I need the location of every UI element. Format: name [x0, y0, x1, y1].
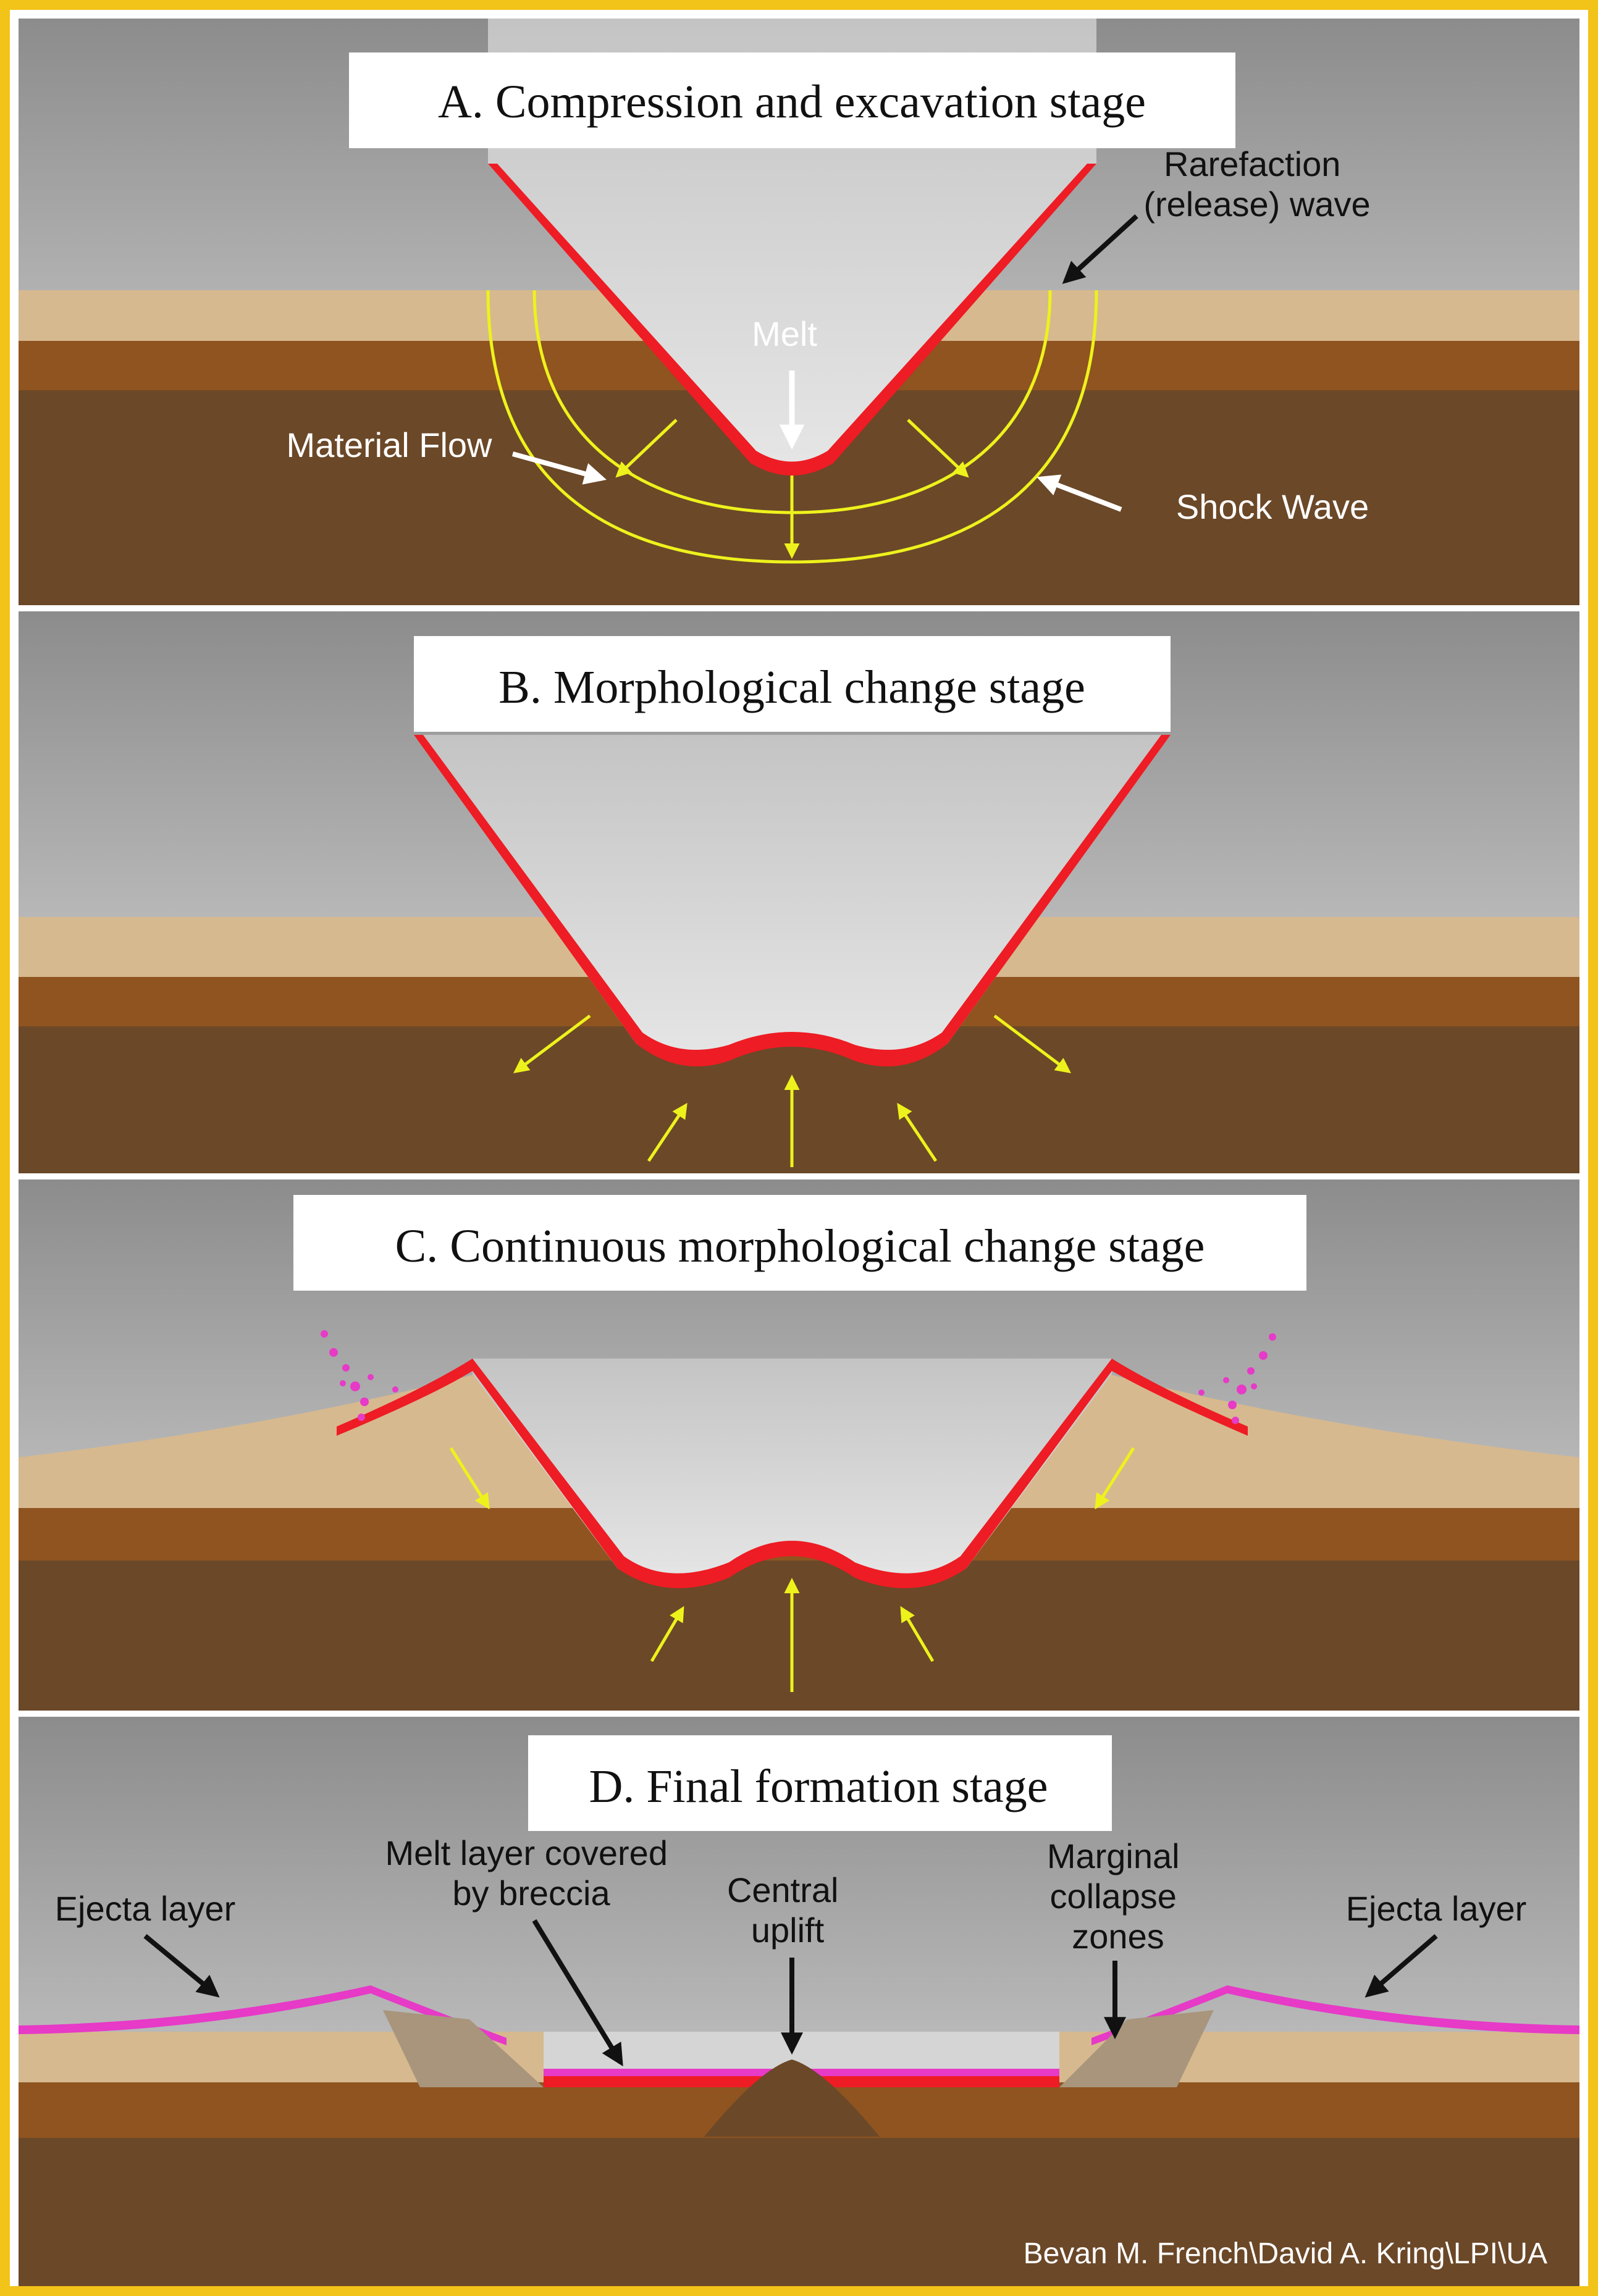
label-central-uplift-line1: Central — [727, 1871, 839, 1909]
ejecta-right-arrow — [1365, 1934, 1438, 1998]
panel-b-title-box — [414, 636, 1171, 732]
flow-arrow-c-5 — [900, 1606, 935, 1662]
collapse-zone-left — [383, 2010, 544, 2087]
label-melt-layer-line1: Melt layer covered — [385, 1833, 668, 1872]
label-melt-layer: Melt layer covered by breccia — [385, 1833, 677, 1913]
panel-c-dark-layer — [19, 1559, 1579, 1711]
panel-d-title-box — [528, 1735, 1112, 1831]
panel-b-dark-layer — [19, 1025, 1579, 1173]
material-flow-pointer — [511, 451, 607, 485]
collapse-zone-right — [1059, 2010, 1214, 2087]
label-rarefaction-line1: Rarefaction — [1164, 145, 1340, 183]
panel-b: B. Morphological change stage — [19, 611, 1579, 1173]
label-central-uplift-line2: uplift — [751, 1911, 825, 1950]
label-ejecta-left: Ejecta layer — [55, 1889, 236, 1928]
label-melt: Melt — [752, 314, 817, 353]
melt-lining-c — [337, 1359, 1248, 1588]
panel-a-title-box — [349, 52, 1235, 148]
breccia-spray-left — [321, 1330, 398, 1421]
label-marginal-line2: collapse — [1049, 1877, 1176, 1916]
flow-arrow-b-3 — [647, 1102, 688, 1162]
flow-arrow-b-1 — [513, 1015, 591, 1073]
ejecta-left-arrow — [143, 1934, 220, 1998]
panel-c-title-box — [293, 1195, 1306, 1291]
flow-arrow-c-3 — [650, 1606, 684, 1662]
label-rarefaction: Rarefaction (release) wave — [1143, 145, 1370, 224]
shock-wave-outer — [486, 290, 1098, 564]
breccia-spray-right — [1198, 1333, 1276, 1424]
label-ejecta-right: Ejecta layer — [1346, 1889, 1527, 1928]
material-flow-arrow-left — [615, 419, 678, 478]
panel-d: D. Final formation stage Ejecta layer Me… — [19, 1717, 1579, 2286]
flow-arrow-b-5 — [897, 1102, 938, 1162]
flow-arrow-b-2 — [993, 1015, 1071, 1073]
crater-cavity-c — [473, 1359, 1112, 1585]
label-rarefaction-line2: (release) wave — [1143, 185, 1370, 224]
rarefaction-arrow — [1062, 214, 1138, 284]
label-marginal-line1: Marginal — [1047, 1837, 1180, 1875]
label-marginal: Marginal collapse zones — [1047, 1837, 1189, 1956]
flow-arrow-c-1 — [449, 1447, 490, 1510]
panel-b-title: B. Morphological change stage — [498, 661, 1085, 713]
material-flow-arrow-right — [907, 419, 969, 478]
panel-a-title: A. Compression and excavation stage — [438, 76, 1146, 128]
panel-a: A. Compression and excavation stage Rare… — [19, 19, 1579, 605]
melt-lining-b — [414, 735, 1171, 1066]
flow-arrow-c-2 — [1095, 1447, 1135, 1510]
label-central-uplift: Central uplift — [727, 1871, 848, 1950]
central-uplift-shape — [704, 2059, 880, 2137]
shock-wave-pointer — [1037, 474, 1122, 512]
melt-layer-arrow — [532, 1919, 623, 2067]
panel-c: C. Continuous morphological change stage — [19, 1179, 1579, 1711]
label-marginal-line3: zones — [1072, 1917, 1164, 1956]
panel-c-title: C. Continuous morphological change stage — [395, 1220, 1205, 1272]
label-shock-wave: Shock Wave — [1176, 487, 1369, 526]
label-material-flow: Material Flow — [287, 425, 493, 464]
credit-text: Bevan M. French\David A. Kring\LPI\UA — [1024, 2237, 1547, 2270]
panel-d-title: D. Final formation stage — [589, 1761, 1048, 1812]
label-melt-layer-line2: by breccia — [452, 1874, 610, 1913]
panel-d-dark-layer — [19, 2137, 1579, 2286]
